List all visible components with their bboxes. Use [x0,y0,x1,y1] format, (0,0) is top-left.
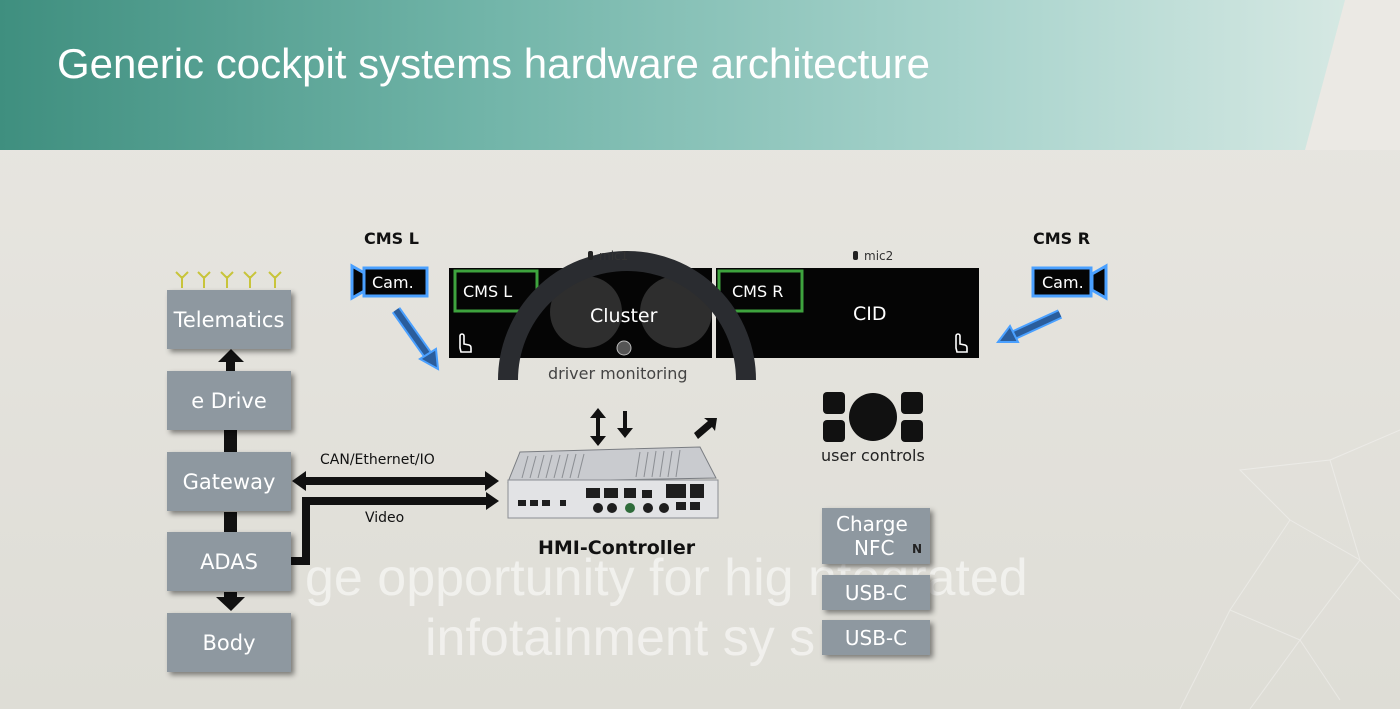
antenna-icons [175,271,282,288]
background-network-lines [1179,429,1400,709]
camera-right-arrow [996,309,1063,343]
connector-edrive-gateway [224,430,237,452]
driver-monitoring-arc [498,251,756,381]
bus-label: CAN/Ethernet/IO [320,452,435,468]
usb-c-port-2: USB-C [822,620,930,655]
mic2-label: mic2 [864,249,894,263]
slide-title: Generic cockpit systems hardware archite… [57,40,930,87]
connector-gateway-adas [224,512,237,532]
cid-label: CID [853,303,887,325]
bus-arrow-can-ethernet-io [292,471,499,491]
cms-left-inset-label: CMS L [463,282,513,301]
hmi-controller-device [507,446,719,519]
driver-monitoring-label: driver monitoring [548,364,688,383]
nfc-symbol: N [912,542,923,556]
driver-monitoring-camera [616,340,632,356]
arrow-up-to-telematics [218,349,244,362]
camera-left-arrow [391,307,440,371]
title-banner [0,0,1400,150]
cms-right-inset-label: CMS R [732,282,784,301]
camera-left-icon [350,263,429,301]
cluster-gauge-left [550,276,622,348]
cms-right-heading: CMS R [1033,229,1091,248]
nfc-label: NFC [854,536,895,560]
microphone-icon [588,251,593,260]
adas-box: ADAS [167,532,291,591]
usb-c-port-1: USB-C [822,575,930,610]
controller-io-arrows [590,408,717,446]
charge-label: Charge [836,512,908,536]
charge-nfc-box: Charge NFC [822,508,930,564]
camera-left-label: Cam. [372,273,414,292]
e-drive-box: e Drive [167,371,291,430]
video-arrow [291,492,499,565]
mic1-label: mic1 [599,249,629,263]
camera-right-icon [1031,263,1108,301]
touch-icon [459,333,472,353]
connector-edrive-telematics [226,360,235,372]
arrow-down-to-body [216,597,245,611]
video-label: Video [365,510,405,526]
body-box: Body [167,613,291,672]
touch-icon [955,333,968,353]
cluster-label: Cluster [590,305,658,327]
telematics-box: Telematics [167,290,291,349]
cms-left-heading: CMS L [364,229,419,248]
watermark-line-2: infotainment sy s [425,609,816,667]
hmi-controller-label: HMI-Controller [538,537,696,559]
user-controls-label: user controls [821,446,925,465]
connector-adas-body [224,592,237,600]
camera-right-label: Cam. [1042,273,1084,292]
gateway-box: Gateway [167,452,291,511]
user-controls-icon [823,392,923,442]
microphone-icon [853,251,858,260]
